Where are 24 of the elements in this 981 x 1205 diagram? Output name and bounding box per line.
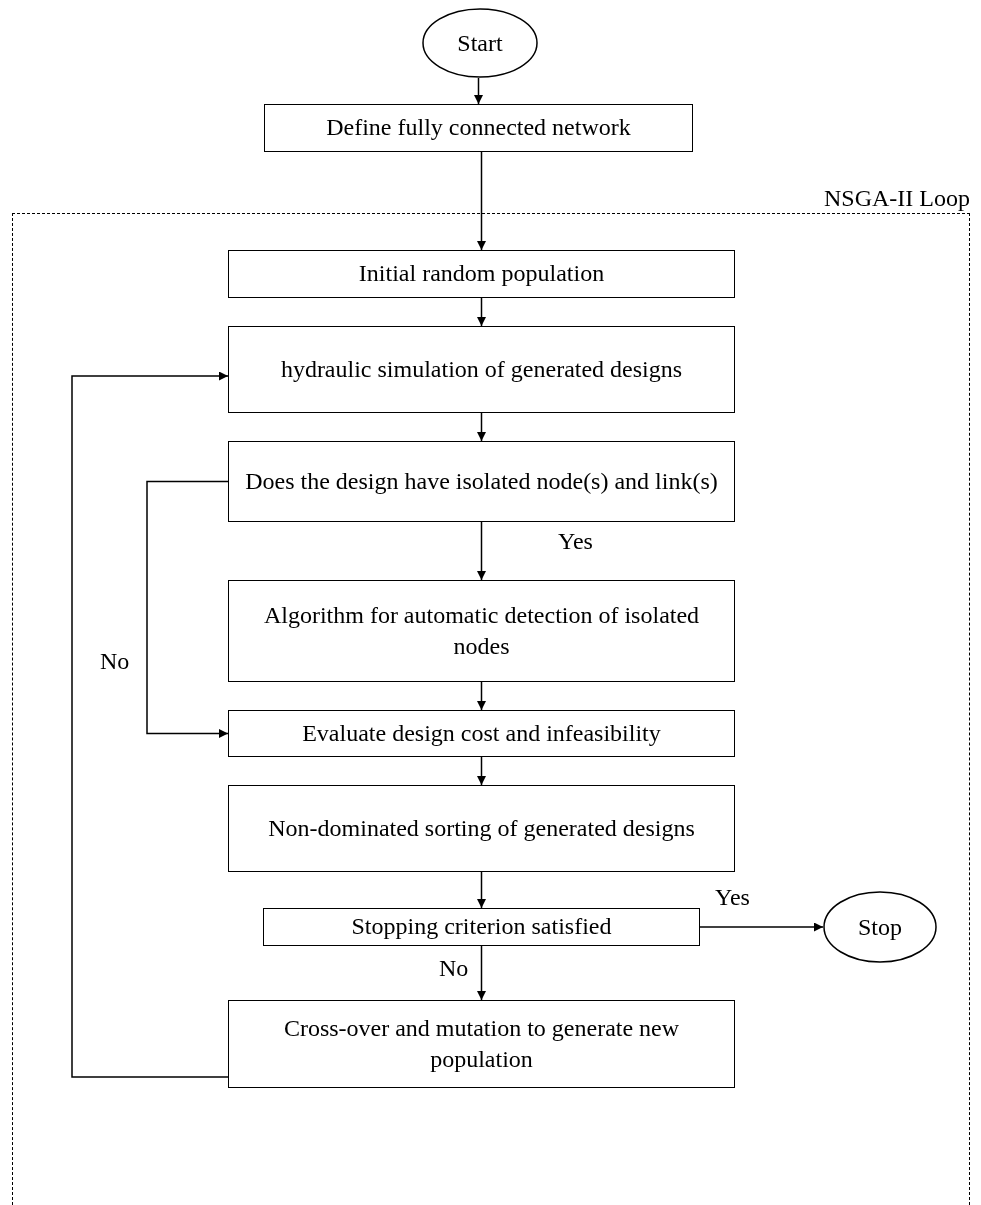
loop-heading: NSGA-II Loop (824, 185, 970, 211)
arrow (477, 412, 486, 442)
arrow (477, 521, 486, 581)
arrow (477, 945, 486, 1001)
process-box: Non-dominated sorting of generated designs (228, 785, 735, 872)
process-box: Algorithm for automatic detection of isolated nodes (228, 580, 735, 682)
process-box: Define fully connected network (264, 104, 693, 152)
arrow (474, 77, 483, 105)
arrow (699, 922, 824, 932)
terminal-oval: Stop (823, 891, 937, 963)
process-box: Cross-over and mutation to generate new population (228, 1000, 735, 1088)
terminal-oval: Start (422, 8, 538, 78)
process-box: Initial random population (228, 250, 735, 298)
process-box: Evaluate design cost and infeasibility (228, 710, 735, 757)
arrow (477, 681, 486, 711)
arrow (477, 297, 486, 327)
arrow (477, 151, 486, 251)
arrow (146, 480, 229, 738)
arrow (71, 371, 229, 1078)
arrow (477, 871, 486, 909)
process-box: hydraulic simulation of generated designs (228, 326, 735, 413)
process-box: Does the design have isolated node(s) and link(s) (228, 441, 735, 522)
arrow (477, 756, 486, 786)
process-box: Stopping criterion satisfied (263, 908, 700, 946)
